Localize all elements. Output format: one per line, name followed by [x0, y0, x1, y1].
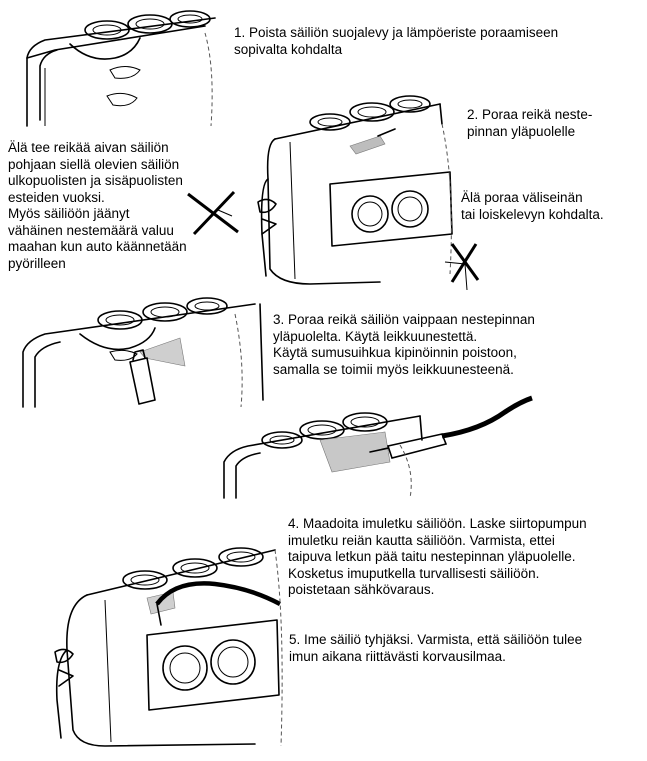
tank-illustration-step-2	[187, 95, 480, 291]
manhole-lids	[309, 95, 431, 131]
tank-illustration-drilling	[223, 395, 533, 499]
tank-illustration-step-1	[26, 10, 216, 127]
step-3-text: 3. Poraa reikä säiliön vaippaan nestepin…	[273, 312, 535, 377]
tank-illustration-step-3	[22, 297, 264, 408]
suction-hose-icon	[155, 581, 282, 626]
spray-bottle-icon	[129, 349, 156, 405]
step-4-text: 4. Maadoita imuletku säiliöön. Laske sii…	[288, 516, 587, 597]
manhole-lids	[122, 547, 264, 590]
tank-illustration-step-4	[54, 547, 283, 747]
warning-bottom-hole-text: Älä tee reikää aivan säiliön pohjaan sie…	[8, 140, 187, 271]
manhole-lids	[261, 412, 388, 449]
manhole-lids	[84, 10, 211, 40]
step-2-text: 2. Poraa reikä neste- pinnan yläpuolelle	[467, 107, 593, 139]
step-1-text: 1. Poista säiliön suojalevy ja lämpöeris…	[234, 25, 559, 57]
step-5-text: 5. Ime säiliö tyhjäksi. Varmista, että s…	[289, 632, 583, 664]
x-cross-icon	[444, 243, 480, 291]
drill-icon	[369, 395, 533, 459]
x-cross-icon	[187, 190, 239, 236]
warning-baffle-text: Älä poraa väliseinän tai loiskelevyn koh…	[461, 190, 604, 222]
manhole-lids	[97, 297, 228, 330]
